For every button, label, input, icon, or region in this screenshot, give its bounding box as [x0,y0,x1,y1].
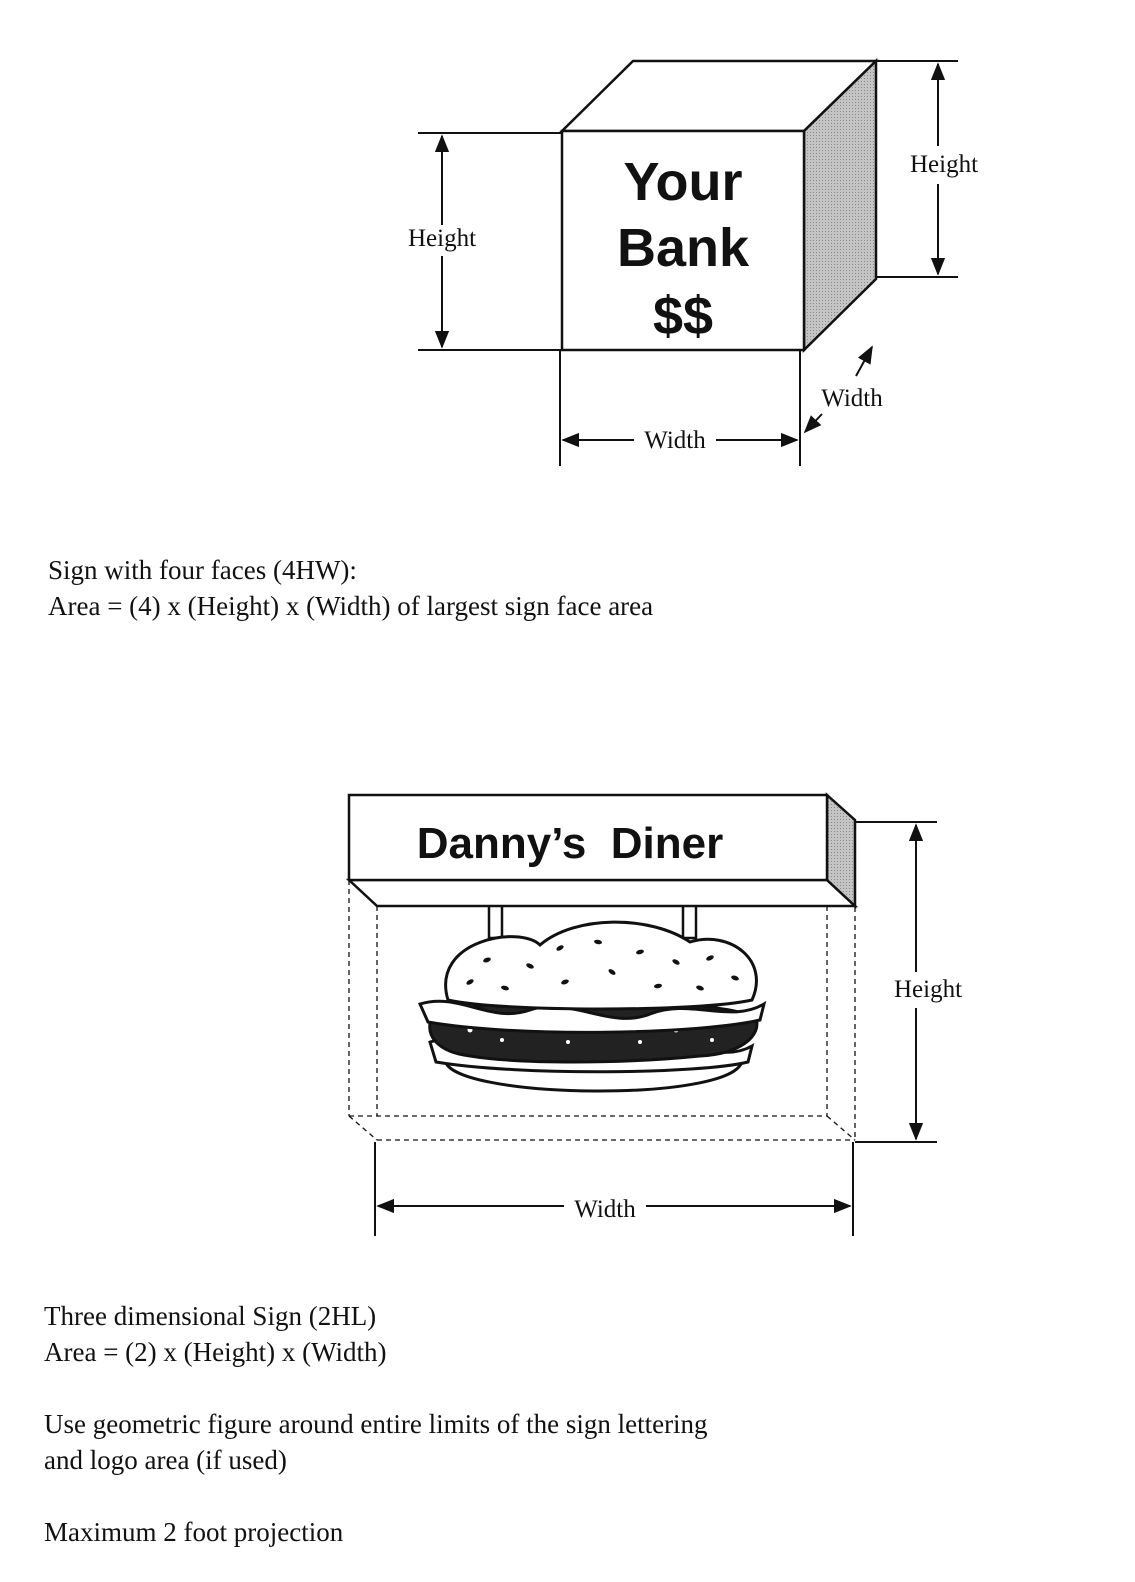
figure2-caption-line1: Three dimensional Sign (2HL) [44,1301,377,1331]
note2: Maximum 2 foot projection [44,1517,344,1547]
cube-height-right-label: Height [910,151,978,178]
cube-sign [558,58,880,353]
diner-width-label: Width [574,1196,636,1223]
burger-top-bun [444,920,758,1011]
diner-height-label: Height [894,976,962,1003]
note1-line1: Use geometric figure around entire limit… [44,1409,708,1439]
hamburger-icon [417,920,767,1093]
figure1-caption-line1: Sign with four faces (4HW): [48,555,357,585]
diner-dashed-envelope [348,880,856,1141]
figure2-caption-line2: Area = (2) x (Height) x (Width) [44,1337,387,1367]
diner-board-front [347,793,829,882]
diner-sign [345,792,859,1141]
note1-line2: and logo area (if used) [44,1445,287,1475]
diner-board-bottom [345,878,859,908]
diner-dimension-lines [374,821,937,1236]
cube-sign-line1: Your [624,152,743,212]
figure1-caption-line2: Area = (4) x (Height) x (Width) of large… [48,591,654,621]
cube-sign-line2: Bank [617,218,750,278]
cube-sign-line3: $$ [653,286,713,346]
cube-dimension-lines [418,60,958,466]
cube-height-left-label: Height [408,225,476,252]
cube-width-bottom-label: Width [644,427,706,454]
diner-sign-text: Danny’s Diner [417,819,723,868]
cube-width-side-label: Width [821,385,883,412]
cube-front-face [560,129,806,352]
